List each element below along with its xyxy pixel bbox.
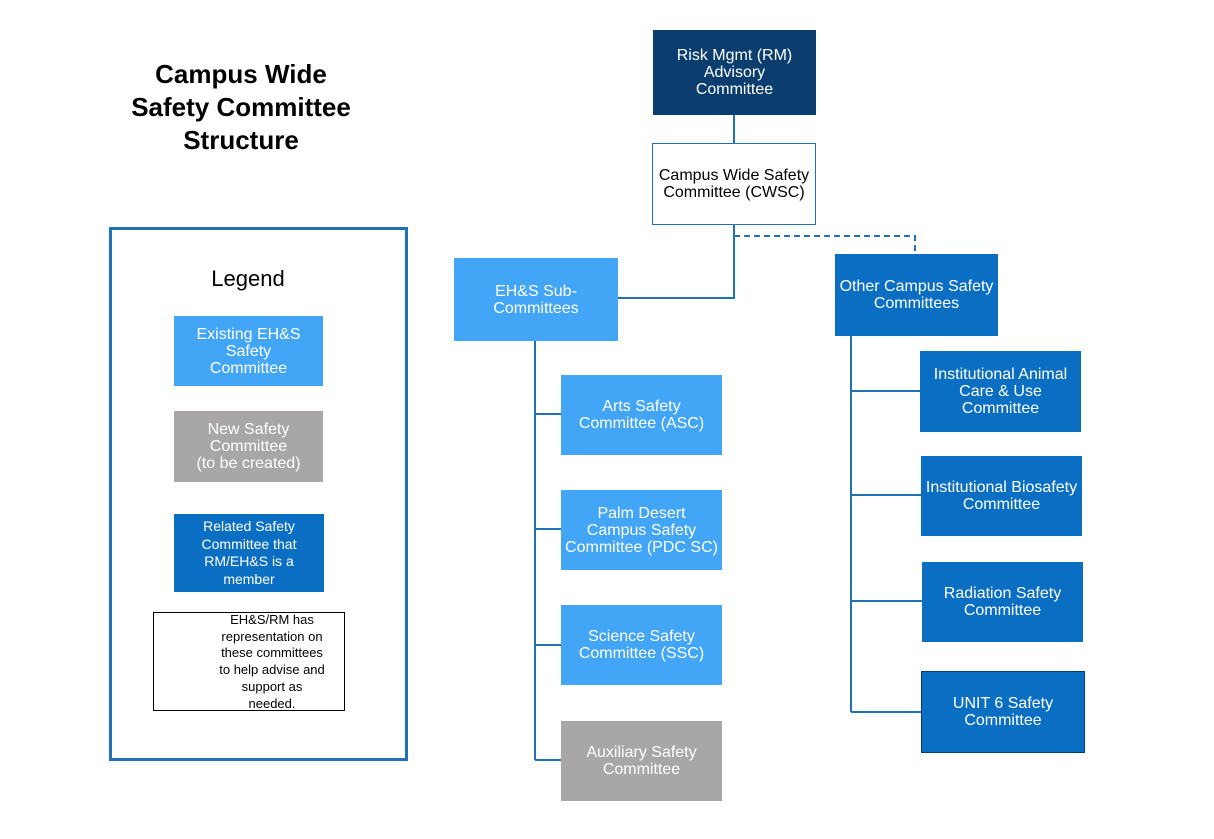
legend-dashed-note-box <box>153 612 345 711</box>
legend-frame <box>109 227 408 761</box>
node-unit6-safety: UNIT 6 Safety Committee <box>921 671 1085 753</box>
node-auxiliary-safety: Auxiliary Safety Committee <box>561 721 722 801</box>
node-arts-safety: Arts Safety Committee (ASC) <box>561 375 722 455</box>
node-other-campus-committees: Other Campus Safety Committees <box>835 254 998 336</box>
node-science-safety: Science Safety Committee (SSC) <box>561 605 722 685</box>
node-palm-desert: Palm Desert Campus Safety Committee (PDC… <box>561 490 722 570</box>
node-radiation-safety: Radiation Safety Committee <box>922 562 1083 642</box>
legend-related-swatch: Related Safety Committee that RM/EH&S is… <box>174 514 324 592</box>
node-cwsc: Campus Wide Safety Committee (CWSC) <box>652 143 816 225</box>
legend-new-swatch: New Safety Committee (to be created) <box>174 411 323 482</box>
title-line-3: Structure <box>183 125 299 155</box>
node-animal-care: Institutional Animal Care & Use Committe… <box>920 351 1081 432</box>
title-line-1: Campus Wide <box>155 59 327 89</box>
node-rm-advisory: Risk Mgmt (RM) Advisory Committee <box>653 30 816 115</box>
node-ehs-sub-committees: EH&S Sub- Committees <box>454 258 618 341</box>
connector-cwsc-ehs <box>618 225 735 299</box>
connector-cwsc-other-dashed <box>734 235 916 254</box>
title-line-2: Safety Committee <box>131 92 351 122</box>
legend-dashed-note-text: EH&S/RM has representation on these comm… <box>219 612 325 711</box>
legend-existing-swatch: Existing EH&S Safety Committee <box>174 316 323 386</box>
legend-title: Legend <box>211 266 285 291</box>
node-biosafety: Institutional Biosafety Committee <box>921 456 1082 536</box>
page-title: Campus Wide Safety Committee Structure <box>100 58 382 157</box>
